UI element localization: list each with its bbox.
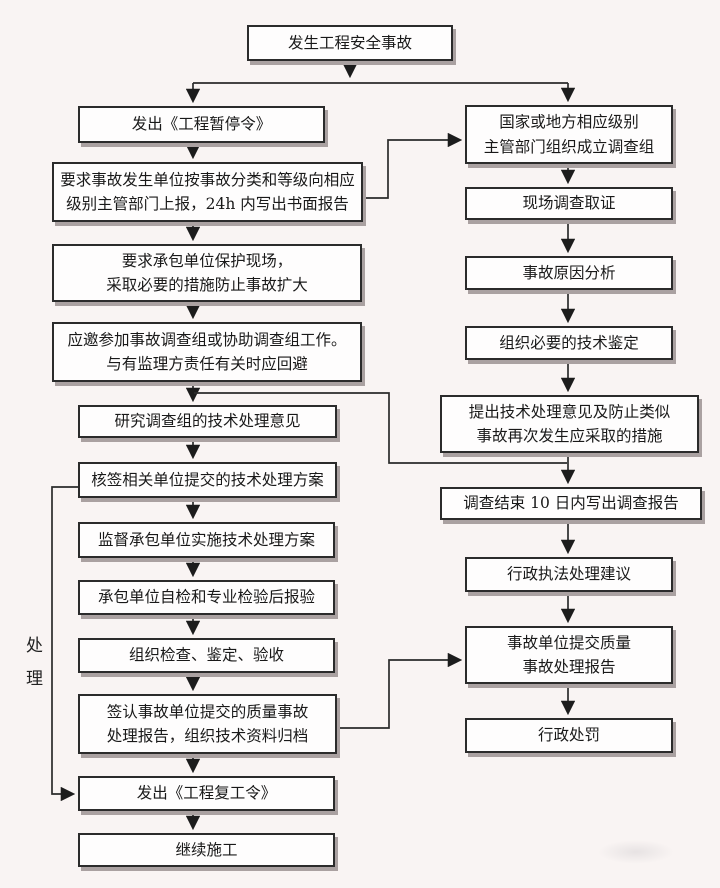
node-label: 要求承包单位保护现场，: [121, 251, 293, 270]
node-site-investigation: 现场调查取证: [465, 187, 673, 220]
node-label: 事故单位提交质量: [506, 633, 631, 652]
node-supervise-implementation: 监督承包单位实施技术处理方案: [78, 522, 335, 558]
node-unit-submit-quality-report: 事故单位提交质量 事故处理报告: [465, 626, 673, 684]
node-report-to-authority: 要求事故发生单位按事故分类和等级向相应 级别主管部门上报，24h 内写出书面报告: [52, 162, 363, 222]
node-continue-construction: 继续施工: [78, 833, 335, 867]
node-label: 要求事故发生单位按事故分类和等级向相应: [60, 170, 355, 189]
node-label: 发生工程安全事故: [287, 33, 412, 52]
watermark-smudge: [598, 840, 674, 864]
node-label: 承包单位自检和专业检验后报验: [97, 588, 315, 607]
node-label: 研究调查组的技术处理意见: [114, 412, 301, 431]
node-sign-accident-report-archive: 签认事故单位提交的质量事故 处理报告，组织技术资料归档: [78, 694, 337, 754]
node-cause-analysis: 事故原因分析: [465, 256, 673, 290]
node-investigation-report-10-days: 调查结束 10 日内写出调查报告: [440, 487, 702, 520]
node-organize-inspection-acceptance: 组织检查、鉴定、验收: [78, 638, 335, 673]
node-label: 核签相关单位提交的技术处理方案: [91, 470, 324, 489]
node-technical-appraisal: 组织必要的技术鉴定: [465, 326, 673, 360]
node-join-investigation-team: 应邀参加事故调查组或协助调查组工作。 与有监理方责任有关时应回避: [52, 322, 362, 382]
node-label: 继续施工: [175, 840, 238, 859]
wire-l6-rail-l11: [51, 486, 78, 802]
node-label: 处理报告，组织技术资料归档: [106, 727, 309, 745]
node-label: 事故处理报告: [522, 658, 616, 676]
node-label: 发出《工程暂停令》: [131, 115, 272, 134]
node-label: 组织必要的技术鉴定: [499, 333, 639, 352]
node-authority-form-investigation-team: 国家或地方相应级别 主管部门组织成立调查组: [465, 105, 673, 164]
node-label: 事故原因分析: [522, 263, 616, 282]
node-label: 级别主管部门上报，24h 内写出书面报告: [66, 195, 349, 213]
node-label: 应邀参加事故调查组或协助调查组工作。: [67, 330, 347, 349]
wire-r5-feedback-l5: [194, 392, 567, 464]
node-administrative-enforcement-suggestion: 行政执法处理建议: [465, 557, 673, 592]
node-label: 行政处罚: [537, 726, 600, 745]
node-issue-resume-order: 发出《工程复工令》: [78, 776, 335, 811]
node-label: 现场调查取证: [522, 194, 616, 213]
node-label: 发出《工程复工令》: [136, 784, 277, 803]
node-label: 行政执法处理建议: [506, 565, 631, 584]
side-label-handling: 处理: [22, 636, 42, 702]
wire-l2-r1: [363, 132, 463, 199]
node-protect-site: 要求承包单位保护现场， 采取必要的措施防止事故扩大: [52, 244, 362, 302]
node-contractor-self-inspection: 承包单位自检和专业检验后报验: [78, 580, 335, 615]
node-label: 监督承包单位实施技术处理方案: [97, 530, 315, 549]
node-label: 与有监理方责任有关时应回避: [106, 355, 308, 373]
node-label: 主管部门组织成立调查组: [483, 137, 655, 156]
node-label: 提出技术处理意见及防止类似: [468, 402, 671, 421]
node-administrative-penalty: 行政处罚: [465, 718, 673, 753]
node-label: 国家或地方相应级别: [499, 113, 639, 132]
node-propose-treatment-measures: 提出技术处理意见及防止类似 事故再次发生应采取的措施: [440, 395, 699, 453]
node-label: 事故再次发生应采取的措施: [476, 427, 663, 445]
wire-l10-r8: [337, 652, 463, 729]
node-countersign-treatment-plan: 核签相关单位提交的技术处理方案: [78, 462, 337, 498]
node-study-technical-opinions: 研究调查组的技术处理意见: [78, 405, 337, 438]
node-accident-occurs: 发生工程安全事故: [247, 25, 453, 61]
node-label: 调查结束 10 日内写出调查报告: [463, 494, 679, 513]
node-label: 组织检查、鉴定、验收: [128, 646, 284, 665]
node-label: 采取必要的措施防止事故扩大: [106, 276, 308, 294]
node-label: 签认事故单位提交的质量事故: [106, 702, 309, 721]
node-issue-suspension-order: 发出《工程暂停令》: [78, 106, 325, 143]
